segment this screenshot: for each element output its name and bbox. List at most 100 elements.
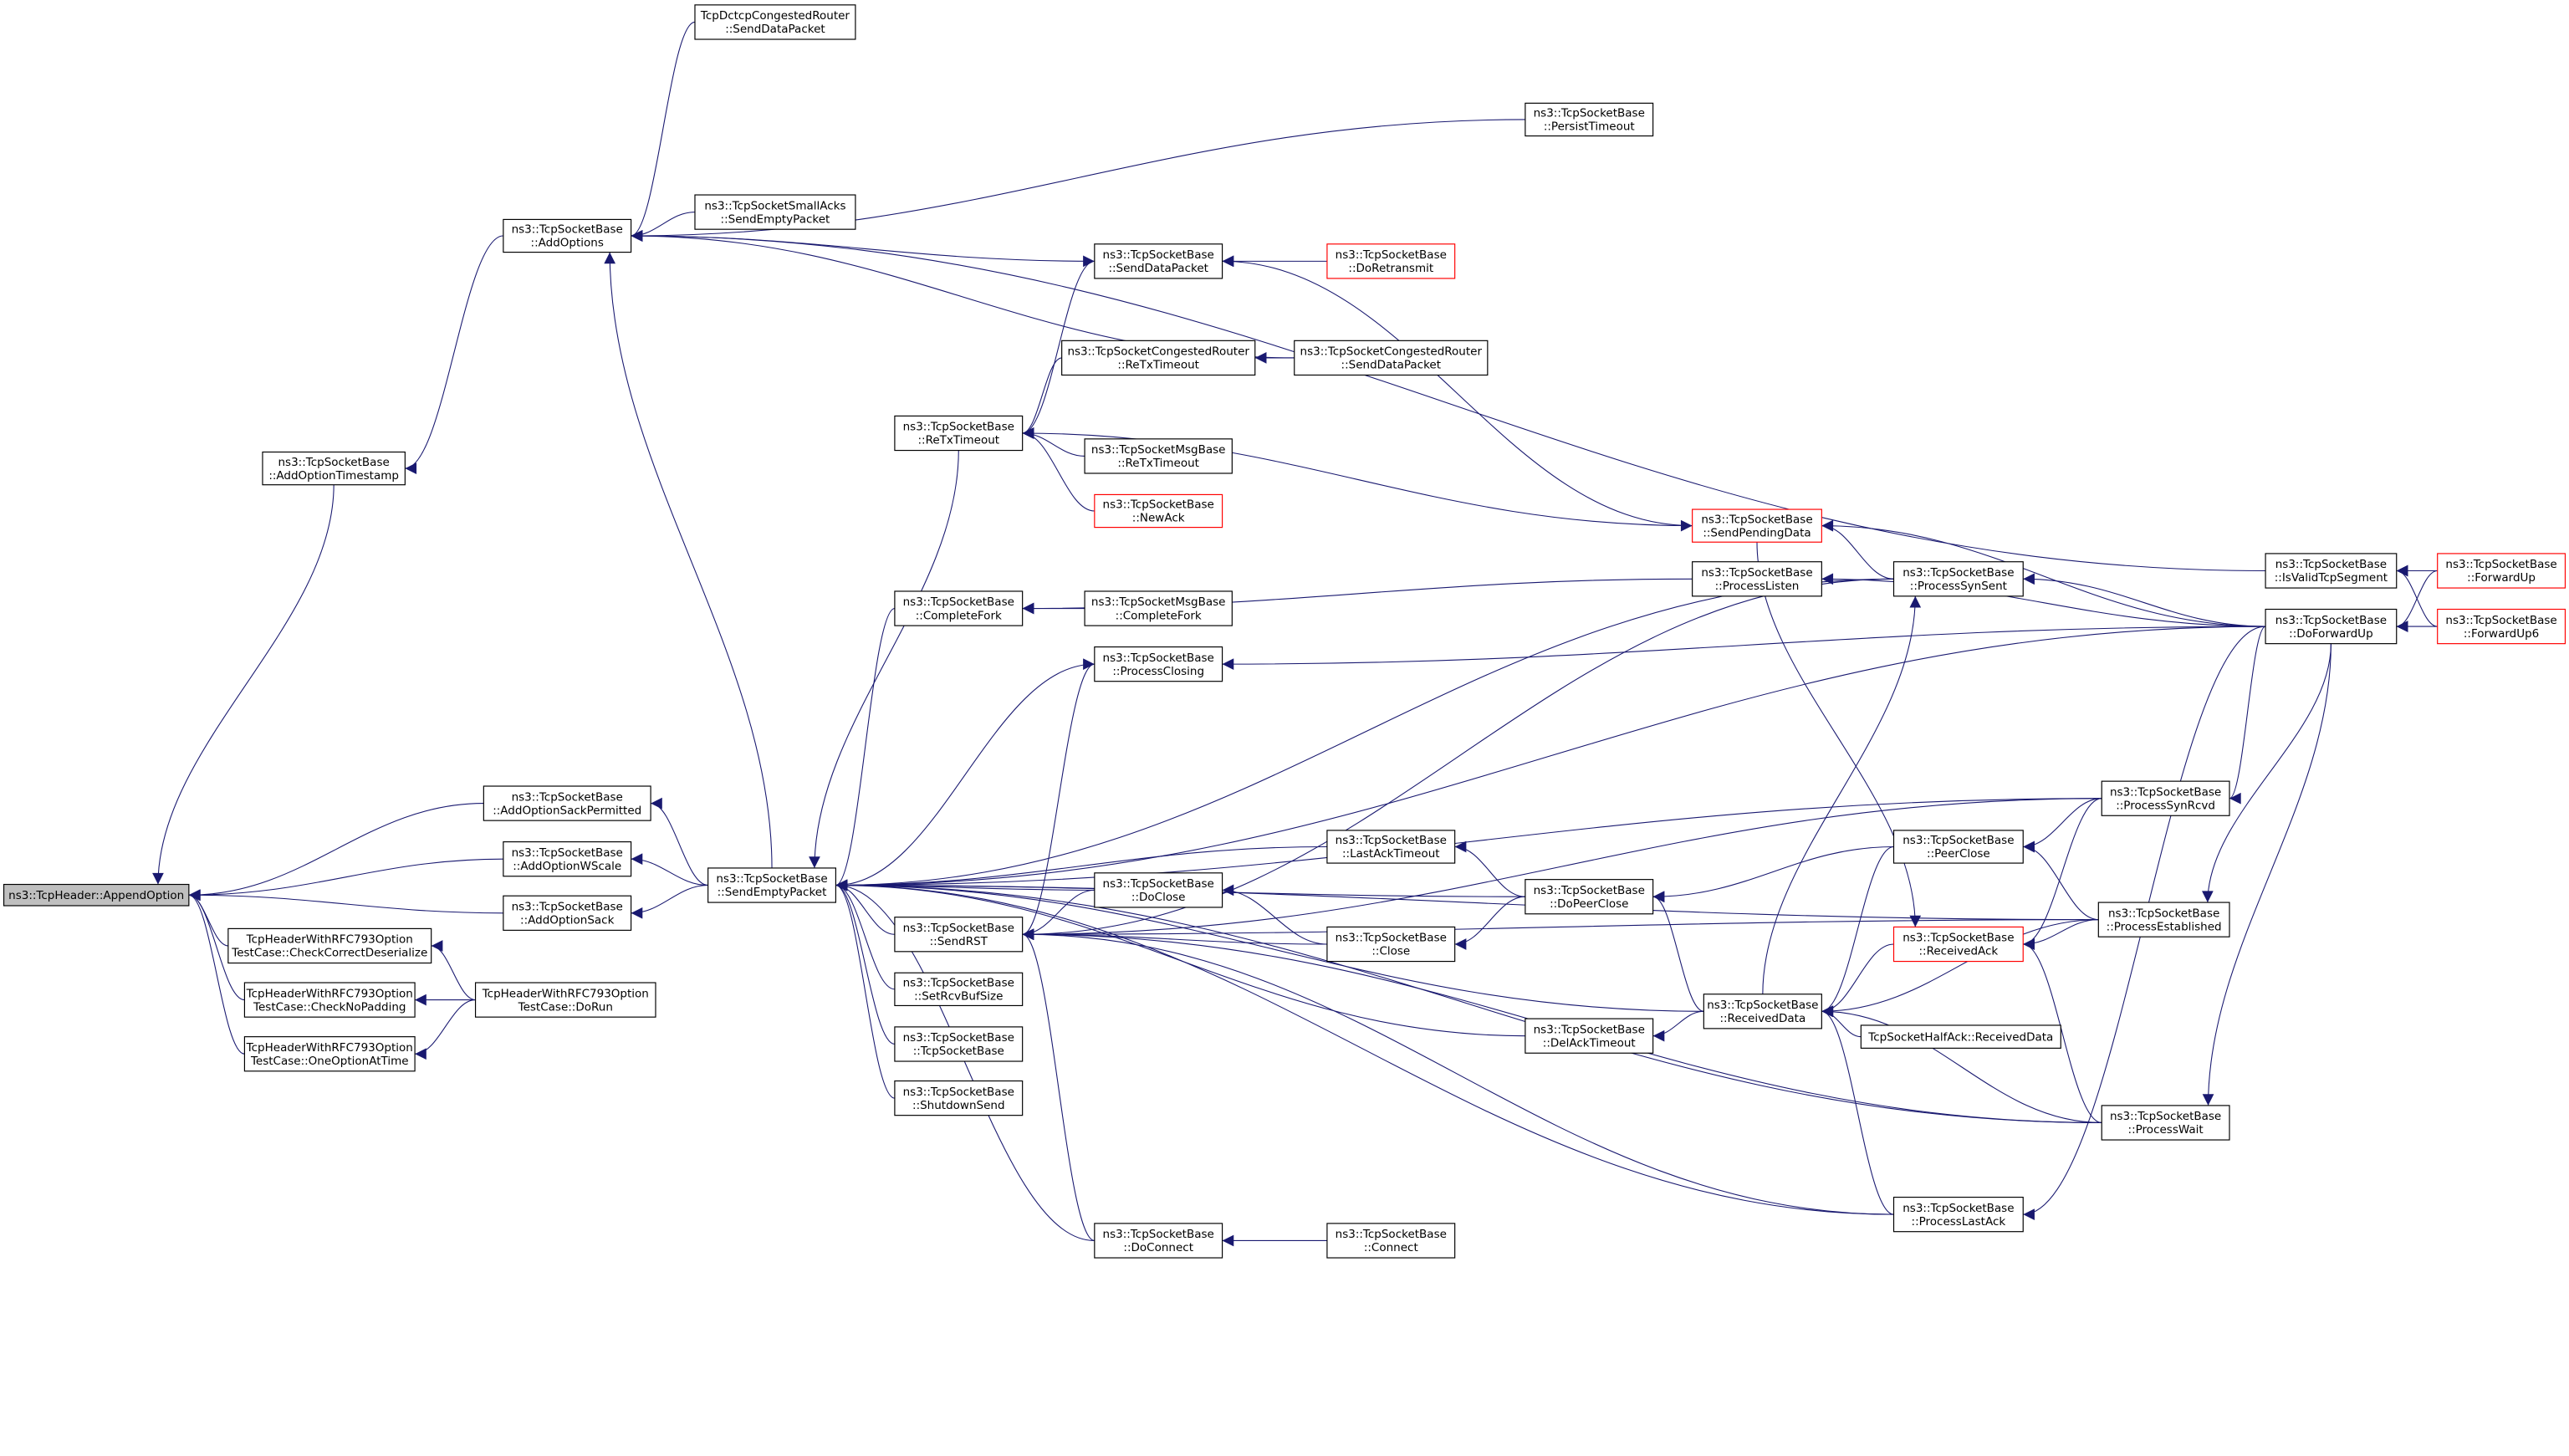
node-one-opt[interactable]: TcpHeaderWithRFC793OptionTestCase::OneOp…: [243, 1036, 416, 1072]
node-shutdown[interactable]: ns3::TcpSocketBase::ShutdownSend: [894, 1080, 1024, 1116]
edge-syn-rcvd-to-send-empty: [835, 798, 2102, 891]
node-label: ::ProcessLastAck: [1912, 1215, 2006, 1229]
node-box: [2265, 608, 2398, 645]
node-cr-re-tx[interactable]: ns3::TcpSocketCongestedRouter::ReTxTimeo…: [1061, 340, 1256, 376]
node-label: ns3::TcpSocketCongestedRouter: [1067, 345, 1249, 359]
node-do-connect[interactable]: ns3::TcpSocketBase::DoConnect: [1094, 1223, 1223, 1259]
node-label: ns3::TcpSocketBase: [1902, 834, 2014, 847]
node-send-rst[interactable]: ns3::TcpSocketBase::SendRST: [894, 917, 1024, 953]
edge-do-fwd-up-to-proc-listen: [1821, 573, 2266, 627]
node-do-peer-close[interactable]: ns3::TcpSocketBase::DoPeerClose: [1525, 879, 1654, 915]
node-check-no-pad[interactable]: TcpHeaderWithRFC793OptionTestCase::Check…: [243, 982, 416, 1018]
edge-set-rcv-to-send-empty: [835, 879, 895, 990]
node-sack[interactable]: ns3::TcpSocketBase::AddOptionSack: [503, 895, 632, 931]
edge-re-tx-to-send-pending: [1022, 432, 1693, 532]
edge-dctcp-send-to-add-opts: [631, 21, 696, 242]
node-label: ::AddOptionWScale: [513, 860, 621, 873]
node-del-ack[interactable]: ns3::TcpSocketBase::DelAckTimeout: [1525, 1018, 1654, 1054]
node-add-opts[interactable]: ns3::TcpSocketBase::AddOptions: [503, 218, 632, 253]
node-label: ::CompleteFork: [1116, 609, 1202, 622]
edge-proc-wait-to-recv-ack: [2023, 938, 2102, 1124]
node-proc-closing[interactable]: ns3::TcpSocketBase::ProcessClosing: [1094, 646, 1223, 682]
node-label: ns3::TcpSocketBase: [1701, 566, 1812, 580]
node-label: ::SetRcvBufSize: [914, 990, 1003, 1004]
node-label: ns3::TcpSocketBase: [2445, 558, 2556, 571]
node-msg-complete-fork[interactable]: ns3::TcpSocketMsgBase::CompleteFork: [1084, 590, 1233, 626]
node-recv-ack[interactable]: ns3::TcpSocketBase::ReceivedAck: [1892, 926, 2024, 963]
node-persist[interactable]: ns3::TcpSocketBase::PersistTimeout: [1525, 102, 1654, 137]
edge-do-fwd-up-to-syn-rcvd: [2229, 626, 2266, 805]
node-label: ns3::TcpSocketBase: [903, 977, 1014, 990]
edge-do-fwd-up-to-established: [2202, 643, 2332, 903]
node-recv-data[interactable]: ns3::TcpSocketBase::ReceivedData: [1703, 994, 1822, 1029]
node-box: [2437, 608, 2566, 645]
node-label: ns3::TcpSocketBase: [1103, 651, 1214, 665]
node-fwd-up[interactable]: ns3::TcpSocketBase::ForwardUp: [2437, 553, 2566, 589]
node-send-data[interactable]: ns3::TcpSocketBase::SendDataPacket: [1094, 243, 1223, 279]
node-box: [2097, 902, 2230, 937]
node-box: [1061, 340, 1256, 376]
node-peer-close[interactable]: ns3::TcpSocketBase::PeerClose: [1892, 830, 2024, 864]
node-proc-listen[interactable]: ns3::TcpSocketBase::ProcessListen: [1692, 561, 1822, 597]
node-check-deser[interactable]: TcpHeaderWithRFC793OptionTestCase::Check…: [227, 927, 432, 964]
node-label: ::CompleteFork: [916, 609, 1002, 622]
node-label: ns3::TcpSocketBase: [2445, 614, 2556, 627]
node-established[interactable]: ns3::TcpSocketBase::ProcessEstablished: [2097, 902, 2230, 937]
edge-established-to-recv-data: [1821, 919, 2099, 1018]
node-do-fwd-up[interactable]: ns3::TcpSocketBase::DoForwardUp: [2265, 608, 2398, 645]
node-label: TcpHeaderWithRFC793Option: [246, 987, 413, 1000]
edge-send-rst-to-proc-closing: [1022, 658, 1095, 935]
edge-do-fwd-up-to-proc-closing: [1222, 626, 2266, 670]
node-label: ::AddOptions: [531, 237, 604, 250]
node-small-acks[interactable]: ns3::TcpSocketSmallAcks::SendEmptyPacket: [694, 194, 856, 230]
node-proc-wait[interactable]: ns3::TcpSocketBase::ProcessWait: [2101, 1105, 2230, 1141]
node-add-ts[interactable]: ns3::TcpSocketBase::AddOptionTimestamp: [262, 451, 406, 486]
node-sack-perm[interactable]: ns3::TcpSocketBase::AddOptionSackPermitt…: [483, 785, 651, 821]
node-syn-rcvd[interactable]: ns3::TcpSocketBase::ProcessSynRcvd: [2101, 780, 2230, 816]
node-label: TcpHeaderWithRFC793Option: [246, 1041, 413, 1055]
node-send-empty[interactable]: ns3::TcpSocketBase::SendEmptyPacket: [707, 867, 836, 903]
node-is-valid[interactable]: ns3::TcpSocketBase::IsValidTcpSegment: [2265, 553, 2398, 589]
node-label: ::ForwardUp6: [2464, 627, 2539, 641]
node-do-retx[interactable]: ns3::TcpSocketBase::DoRetransmit: [1326, 243, 1456, 279]
node-label: ::SendDataPacket: [1108, 262, 1208, 275]
node-box: [1525, 1018, 1654, 1054]
node-new-ack[interactable]: ns3::TcpSocketBase::NewAck: [1094, 493, 1223, 529]
node-last-ack-to[interactable]: ns3::TcpSocketBase::LastAckTimeout: [1326, 830, 1456, 864]
node-box: [1860, 1024, 2061, 1049]
node-cr-send[interactable]: ns3::TcpSocketCongestedRouter::SendDataP…: [1294, 340, 1489, 376]
node-set-rcv[interactable]: ns3::TcpSocketBase::SetRcvBufSize: [894, 972, 1024, 1007]
node-dctcp-send[interactable]: TcpDctcpCongestedRouter::SendDataPacket: [694, 4, 856, 40]
node-half-ack[interactable]: TcpSocketHalfAck::ReceivedData: [1860, 1024, 2061, 1049]
edge-do-fwd-up-to-send-empty: [835, 626, 2266, 891]
node-box: [262, 451, 406, 486]
node-last-ack[interactable]: ns3::TcpSocketBase::ProcessLastAck: [1892, 1196, 2024, 1233]
node-box: [2101, 780, 2230, 816]
node-label: ns3::TcpSocketBase: [1701, 513, 1812, 526]
edge-proc-closing-to-send-empty: [835, 663, 1095, 891]
node-close[interactable]: ns3::TcpSocketBase::Close: [1326, 926, 1456, 963]
edge-cr-re-tx-to-re-tx: [1022, 357, 1062, 439]
node-re-tx[interactable]: ns3::TcpSocketBase::ReTxTimeout: [894, 415, 1024, 452]
node-label: ::DoRetransmit: [1348, 262, 1433, 275]
node-fwd-up6[interactable]: ns3::TcpSocketBase::ForwardUp6: [2437, 608, 2566, 645]
node-label: ::SendEmptyPacket: [721, 212, 830, 226]
node-label: ns3::TcpSocketBase: [1534, 107, 1645, 120]
node-label: ::ProcessWait: [2128, 1123, 2204, 1137]
node-connect[interactable]: ns3::TcpSocketBase::Connect: [1326, 1223, 1456, 1259]
node-box: [1094, 493, 1223, 529]
node-do-close[interactable]: ns3::TcpSocketBase::DoClose: [1094, 872, 1223, 908]
node-ctor[interactable]: ns3::TcpSocketBase::TcpSocketBase: [894, 1026, 1024, 1062]
node-label: ::Connect: [1364, 1241, 1418, 1254]
node-msg-re-tx[interactable]: ns3::TcpSocketMsgBase::ReTxTimeout: [1084, 438, 1233, 474]
node-send-pending[interactable]: ns3::TcpSocketBase::SendPendingData: [1692, 508, 1822, 543]
node-complete-fork[interactable]: ns3::TcpSocketBase::CompleteFork: [894, 590, 1024, 626]
node-wscale[interactable]: ns3::TcpSocketBase::AddOptionWScale: [503, 841, 632, 877]
node-label: ::PersistTimeout: [1544, 120, 1635, 134]
node-proc-syn-sent[interactable]: ns3::TcpSocketBase::ProcessSynSent: [1892, 561, 2024, 597]
edge-recv-data-to-send-empty: [835, 879, 1704, 1012]
node-box: [474, 982, 656, 1018]
edge-sack-perm-to-append: [188, 803, 484, 902]
node-append[interactable]: ns3::TcpHeader::AppendOption: [3, 883, 190, 907]
